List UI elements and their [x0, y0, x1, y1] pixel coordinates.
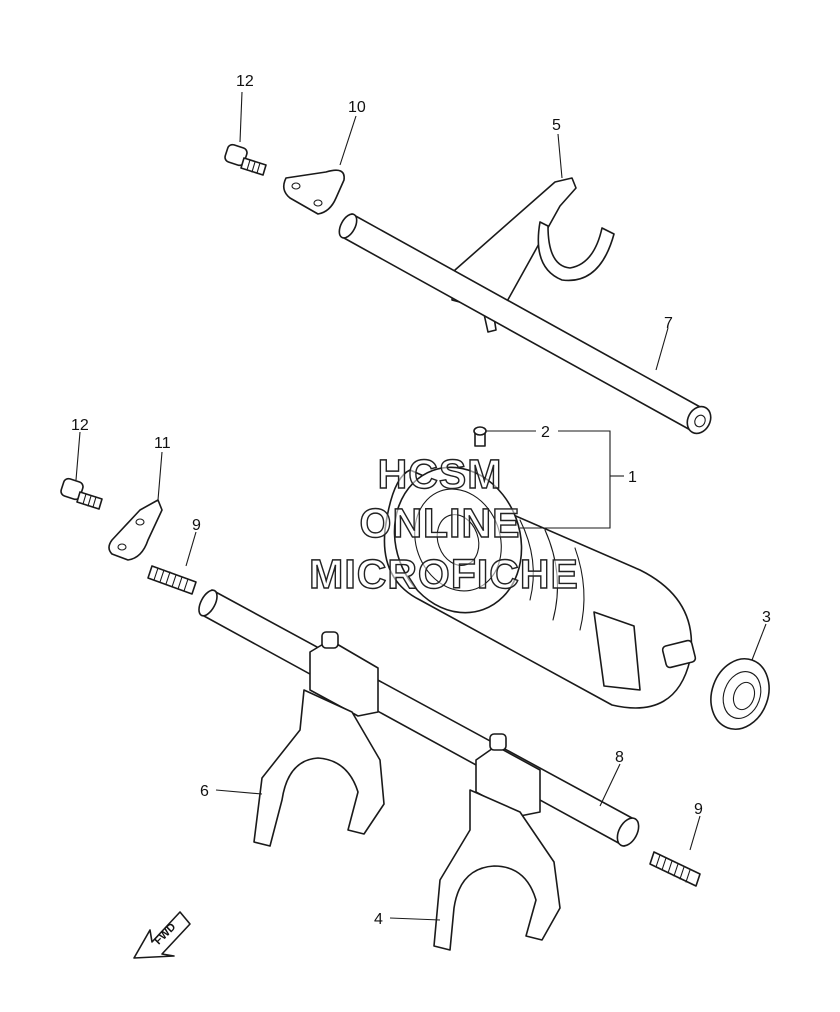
- callout-5: 5: [552, 117, 561, 134]
- watermark-line-2: ONLINE: [360, 500, 521, 546]
- callout-3: 3: [762, 609, 771, 626]
- watermark: HCSM ONLINE MICROFICHE: [308, 450, 579, 597]
- callout-6: 6: [200, 783, 209, 800]
- shift-fork-part-4: [433, 733, 561, 951]
- watermark-line-3: MICROFICHE: [309, 551, 579, 597]
- callout-1: 1: [628, 469, 637, 486]
- callout-11: 11: [154, 435, 171, 452]
- stopper-plate-part-lower: [108, 499, 163, 561]
- leader-lines: [75, 91, 767, 921]
- stopper-plate-part-top: [282, 169, 345, 215]
- callout-8: 8: [615, 749, 624, 766]
- dowel-pin-part: [473, 426, 487, 447]
- callout-12-top: 12: [236, 73, 254, 90]
- spring-part-right: [649, 851, 701, 887]
- shift-cam-part: [383, 466, 697, 709]
- callout-9-right: 9: [694, 801, 703, 818]
- screw-part-top: [224, 143, 267, 176]
- shift-fork-part-6: [253, 631, 385, 847]
- bearing-part: [710, 658, 770, 730]
- watermark-line-1: HCSM: [378, 451, 503, 497]
- callout-9-left: 9: [192, 517, 201, 534]
- fwd-direction-arrow: FWD: [133, 911, 191, 959]
- callout-10: 10: [348, 99, 366, 116]
- callout-4: 4: [374, 911, 383, 928]
- callout-7: 7: [664, 315, 673, 332]
- screw-part-lower: [60, 477, 103, 510]
- guide-bar-part-top: [338, 213, 712, 435]
- spring-part-left: [147, 565, 197, 595]
- callout-2: 2: [541, 424, 550, 441]
- callout-12-lower: 12: [71, 417, 89, 434]
